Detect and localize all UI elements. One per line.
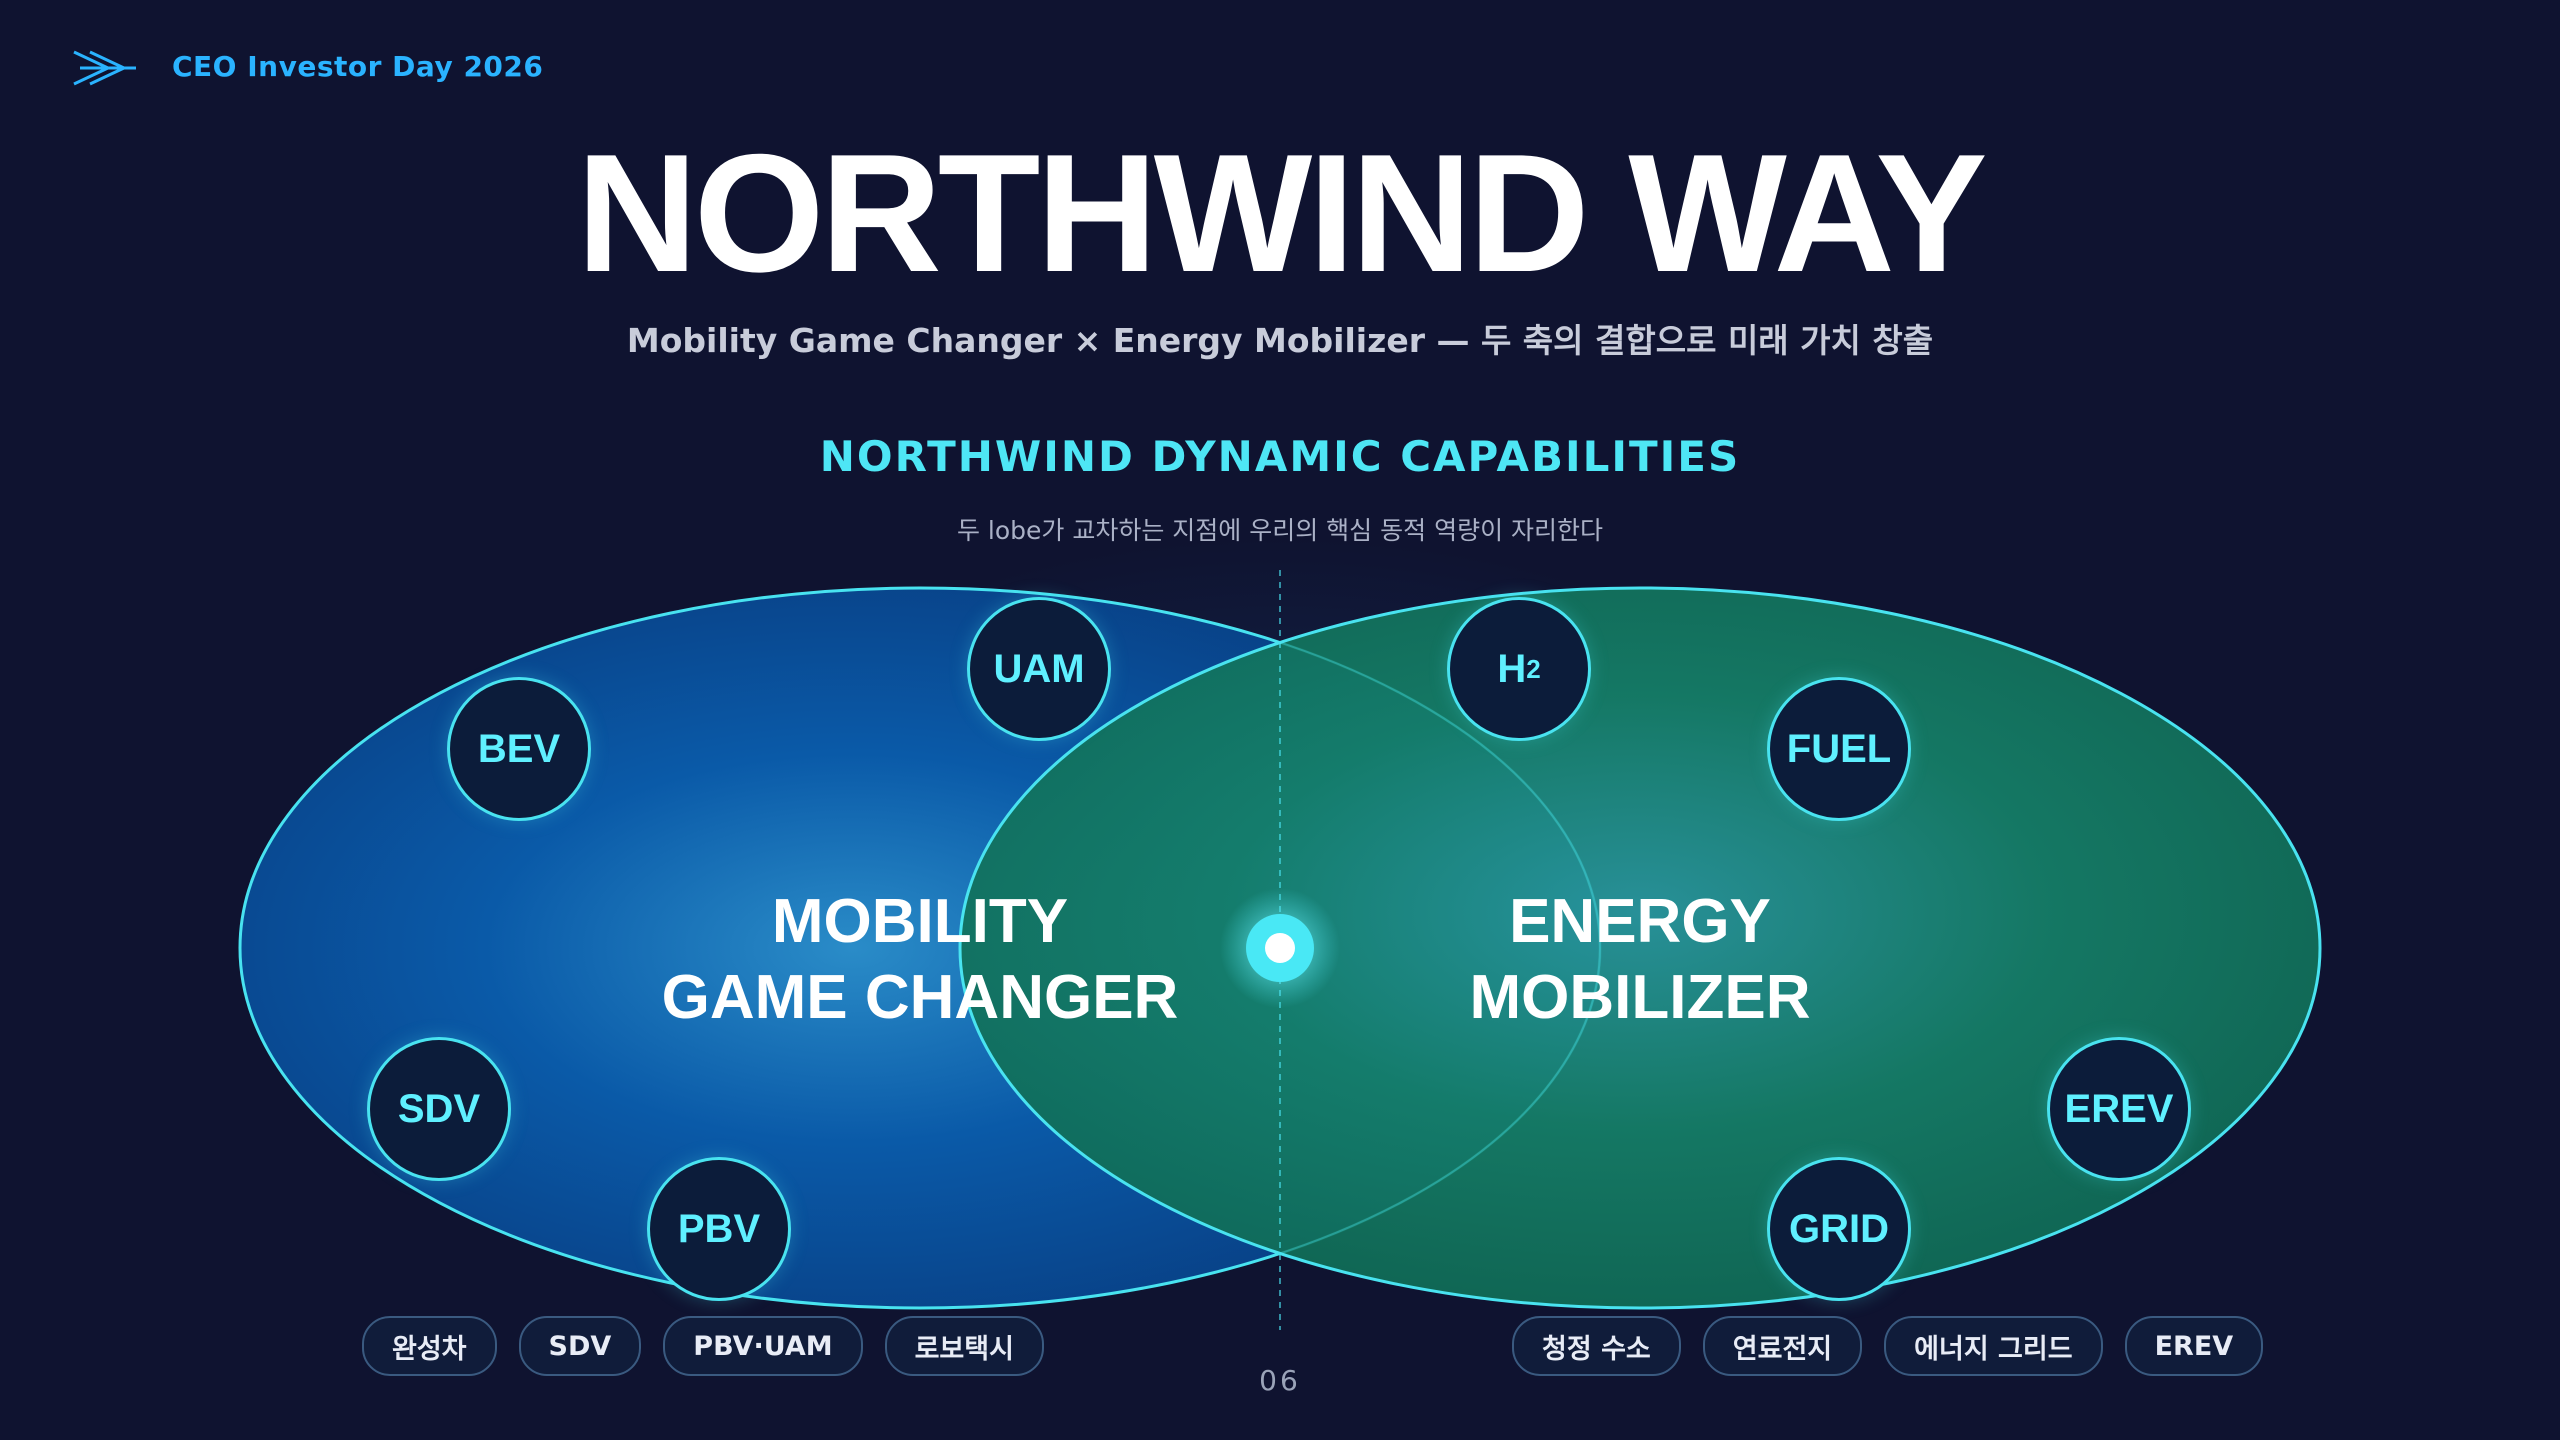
left-lobe-outline-overlay — [239, 587, 1601, 1309]
node-uam: UAM — [967, 597, 1111, 741]
right-lobe-label: ENERGY MOBILIZER — [1470, 884, 1811, 1036]
chip-pbv-uam: PBV·UAM — [663, 1316, 863, 1376]
page-subtitle: Mobility Game Changer × Energy Mobilizer… — [626, 321, 1934, 360]
node-h2-subscript: 2 — [1526, 653, 1541, 684]
left-chip-row: 완성차 SDV PBV·UAM 로보택시 — [362, 1316, 1044, 1376]
intersection-dot — [1265, 933, 1295, 963]
node-h2-label: H — [1497, 646, 1527, 691]
node-bev: BEV — [447, 677, 591, 821]
node-grid: GRID — [1767, 1157, 1911, 1301]
chip-fuel-cell: 연료전지 — [1702, 1316, 1863, 1376]
chip-complete-vehicle: 완성차 — [362, 1316, 497, 1376]
right-lobe-label-line1: ENERGY — [1509, 887, 1771, 956]
left-lobe-label-line1: MOBILITY — [771, 887, 1069, 956]
node-sdv: SDV — [367, 1037, 511, 1181]
left-lobe-label: MOBILITY GAME CHANGER — [662, 884, 1179, 1036]
right-lobe — [958, 586, 2322, 1310]
chip-clean-hydrogen: 청정 수소 — [1512, 1316, 1681, 1376]
right-chip-row: 청정 수소 연료전지 에너지 그리드 EREV — [1512, 1316, 2264, 1376]
chip-sdv: SDV — [518, 1316, 642, 1376]
right-lobe-label-line2: MOBILIZER — [1469, 963, 1811, 1032]
node-fuel: FUEL — [1767, 677, 1911, 821]
node-erev: EREV — [2047, 1037, 2191, 1181]
left-lobe-label-line2: GAME CHANGER — [661, 963, 1179, 1032]
section-caption: 두 lobe가 교차하는 지점에 우리의 핵심 동적 역량이 자리한다 — [956, 516, 1604, 545]
chevron-arrows-icon — [73, 50, 136, 86]
node-pbv: PBV — [647, 1157, 791, 1301]
chip-energy-grid: 에너지 그리드 — [1884, 1316, 2103, 1376]
chip-erev: EREV — [2124, 1316, 2264, 1376]
section-title: NORTHWIND DYNAMIC CAPABILITIES — [819, 432, 1741, 481]
page-title: NORTHWIND WAY — [576, 119, 1987, 307]
chip-robotaxi: 로보택시 — [884, 1316, 1044, 1376]
page-number: 06 — [1259, 1364, 1301, 1397]
event-title: CEO Investor Day 2026 — [172, 50, 544, 83]
